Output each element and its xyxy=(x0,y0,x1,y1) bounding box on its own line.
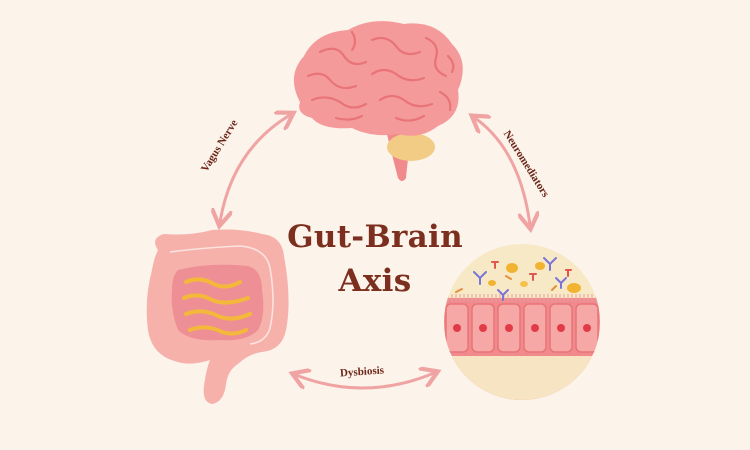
neuromediators-arrow xyxy=(475,118,530,225)
diagram-title: Gut-Brain Axis xyxy=(255,215,495,303)
dysbiosis-arrow xyxy=(296,373,434,390)
brain-illustration xyxy=(293,21,463,181)
vagus-nerve-arrow xyxy=(220,115,290,222)
title-line-1: Gut-Brain xyxy=(287,219,463,255)
intestine-illustration xyxy=(146,229,289,404)
title-line-2: Axis xyxy=(338,263,412,299)
